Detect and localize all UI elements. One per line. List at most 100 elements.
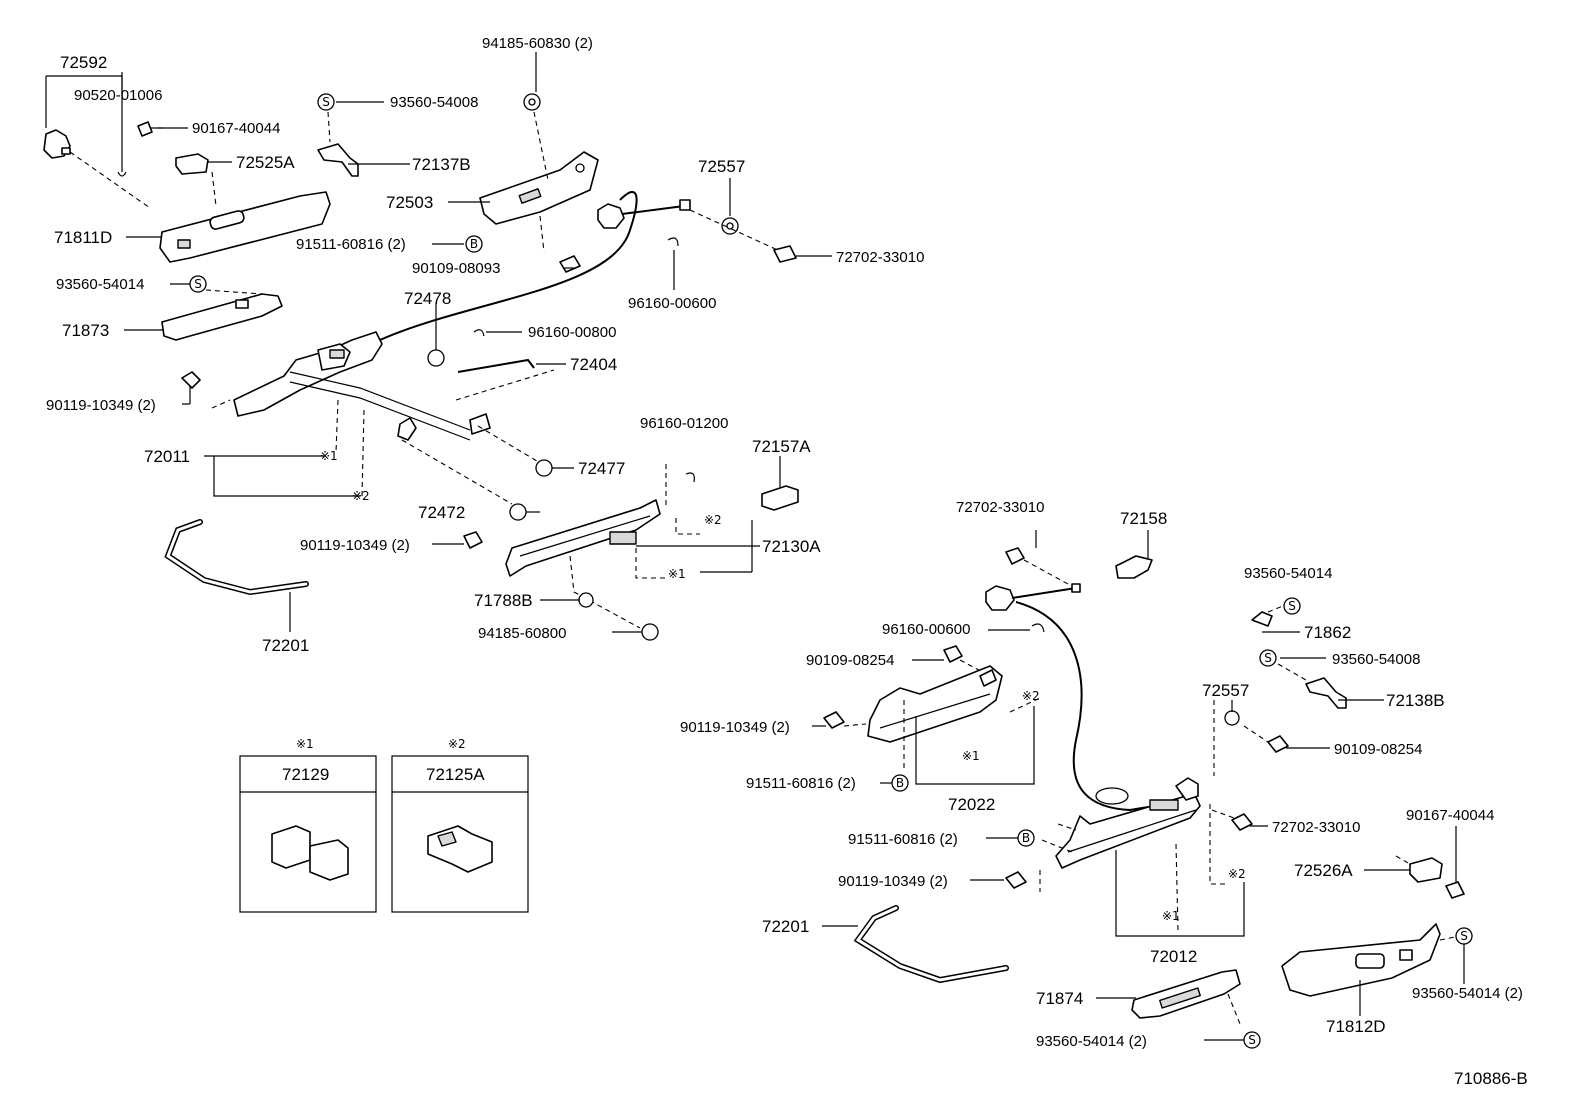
leader-lines — [121, 52, 1465, 1041]
part-72592-knob — [43, 129, 71, 159]
label-90119-10349-d: 90119-10349 (2) — [838, 873, 948, 890]
part-72526A — [1409, 857, 1443, 883]
ref2-72011: ※2 — [352, 489, 370, 503]
screw-90167-40044-b — [1445, 881, 1465, 899]
label-72503: 72503 — [386, 193, 433, 212]
label-94185-60800: 94185-60800 — [478, 625, 566, 642]
inset1-part: 72129 — [282, 765, 329, 784]
label-72592: 72592 — [60, 53, 107, 72]
label-72557-b: 72557 — [1202, 681, 1249, 700]
label-72157A: 72157A — [752, 437, 811, 456]
part-72130A-rail — [505, 499, 661, 577]
svg-text:S: S — [322, 95, 330, 109]
bolt-90119-10349-b — [463, 531, 483, 549]
s-marker-a: S — [317, 93, 335, 111]
part-71873-guard — [161, 293, 283, 341]
label-93560-54014-d: 93560-54014 (2) — [1036, 1033, 1147, 1050]
part-72012-rail — [1055, 777, 1201, 869]
ref2-72012: ※2 — [1228, 867, 1246, 881]
s-marker-f: S — [1243, 1031, 1261, 1049]
part-72137B — [317, 143, 359, 177]
nut-72477 — [535, 459, 553, 477]
label-72557-a: 72557 — [698, 157, 745, 176]
label-91511-60816-b: 91511-60816 (2) — [746, 775, 856, 792]
label-72525A: 72525A — [236, 153, 295, 172]
label-90119-10349-c: 90119-10349 (2) — [680, 719, 790, 736]
bolt-90109-08093 — [559, 255, 581, 273]
s-marker-b: S — [189, 275, 207, 293]
rod-72404 — [457, 358, 535, 373]
cable-end-lower — [985, 583, 1081, 611]
ref1-72011: ※1 — [320, 449, 338, 463]
bolt-72702-33010-a — [773, 245, 797, 263]
svg-text:B: B — [470, 237, 478, 251]
label-71874: 71874 — [1036, 989, 1083, 1008]
label-72702-33010-b: 72702-33010 — [956, 499, 1044, 516]
svg-text:S: S — [1248, 1033, 1256, 1047]
label-94185-60830: 94185-60830 (2) — [482, 35, 593, 52]
label-93560-54008-b: 93560-54008 — [1332, 651, 1420, 668]
label-96160-00800: 96160-00800 — [528, 324, 616, 341]
label-71812D: 71812D — [1326, 1017, 1386, 1036]
label-71811D: 71811D — [54, 228, 112, 247]
label-91511-60816-a: 91511-60816 (2) — [296, 236, 406, 253]
label-72158: 72158 — [1120, 509, 1167, 528]
rod-72201-a — [164, 519, 309, 596]
label-72702-33010-a: 72702-33010 — [836, 249, 924, 266]
ref1-72130A: ※1 — [668, 567, 686, 581]
rod-72201-b — [853, 905, 1009, 984]
nut-94185-60800 — [641, 623, 659, 641]
inset2-mark: ※2 — [448, 737, 466, 751]
screw-90167-40044-a — [137, 121, 162, 137]
label-72201-b: 72201 — [762, 917, 809, 936]
svg-text:B: B — [1022, 831, 1030, 845]
release-cable-lower — [1015, 601, 1191, 812]
svg-text:S: S — [1288, 599, 1296, 613]
label-72526A: 72526A — [1294, 861, 1353, 880]
inset-72125A — [391, 755, 529, 913]
ref2-72022: ※2 — [1022, 689, 1040, 703]
part-72157A — [761, 485, 799, 511]
label-72011: 72011 — [144, 447, 190, 466]
bolt-90119-10349-a — [181, 371, 201, 389]
part-72525A — [175, 153, 209, 175]
part-71874-guard — [1131, 969, 1241, 1019]
label-72137B: 72137B — [412, 155, 471, 174]
cable-end-upper — [597, 199, 691, 229]
label-72404: 72404 — [570, 355, 617, 374]
ref1-72012: ※1 — [1162, 909, 1180, 923]
s-marker-c: S — [1283, 597, 1301, 615]
washer-71788B — [578, 592, 594, 608]
part-72138B — [1305, 677, 1347, 709]
part-71811D-cover — [159, 191, 331, 263]
washer-72557-b — [1224, 710, 1240, 726]
label-93560-54008-a: 93560-54008 — [390, 94, 478, 111]
bolt-90119-10349-c — [823, 711, 845, 729]
washer-72478 — [427, 349, 445, 367]
label-90109-08254-a: 90109-08254 — [806, 652, 894, 669]
label-72201-a: 72201 — [262, 636, 309, 655]
label-72477: 72477 — [578, 459, 625, 478]
label-90520-01006: 90520-01006 — [74, 87, 162, 104]
label-90167-40044-a: 90167-40044 — [192, 120, 280, 137]
svg-text:S: S — [1460, 929, 1468, 943]
label-96160-00600-a: 96160-00600 — [628, 295, 716, 312]
label-72702-33010-c: 72702-33010 — [1272, 819, 1360, 836]
inset-72129 — [239, 755, 377, 913]
label-72022: 72022 — [948, 795, 995, 814]
svg-text:B: B — [896, 776, 904, 790]
clip-96160-01200 — [685, 472, 695, 483]
diagram-id: 710886-B — [1454, 1069, 1528, 1088]
bolt-72702-33010-b — [1005, 547, 1025, 565]
clip-96160-00600-a — [667, 237, 679, 247]
svg-text:S: S — [1264, 651, 1272, 665]
bolt-72702-33010-c — [1231, 813, 1253, 831]
label-72138B: 72138B — [1386, 691, 1445, 710]
ref2-72130A: ※2 — [704, 513, 722, 527]
label-72478: 72478 — [404, 289, 451, 308]
label-96160-01200: 96160-01200 — [640, 415, 728, 432]
bolt-90119-10349-d — [1005, 871, 1027, 889]
part-72503-bracket — [479, 151, 599, 225]
bolt-90109-08254-b — [1267, 735, 1289, 753]
